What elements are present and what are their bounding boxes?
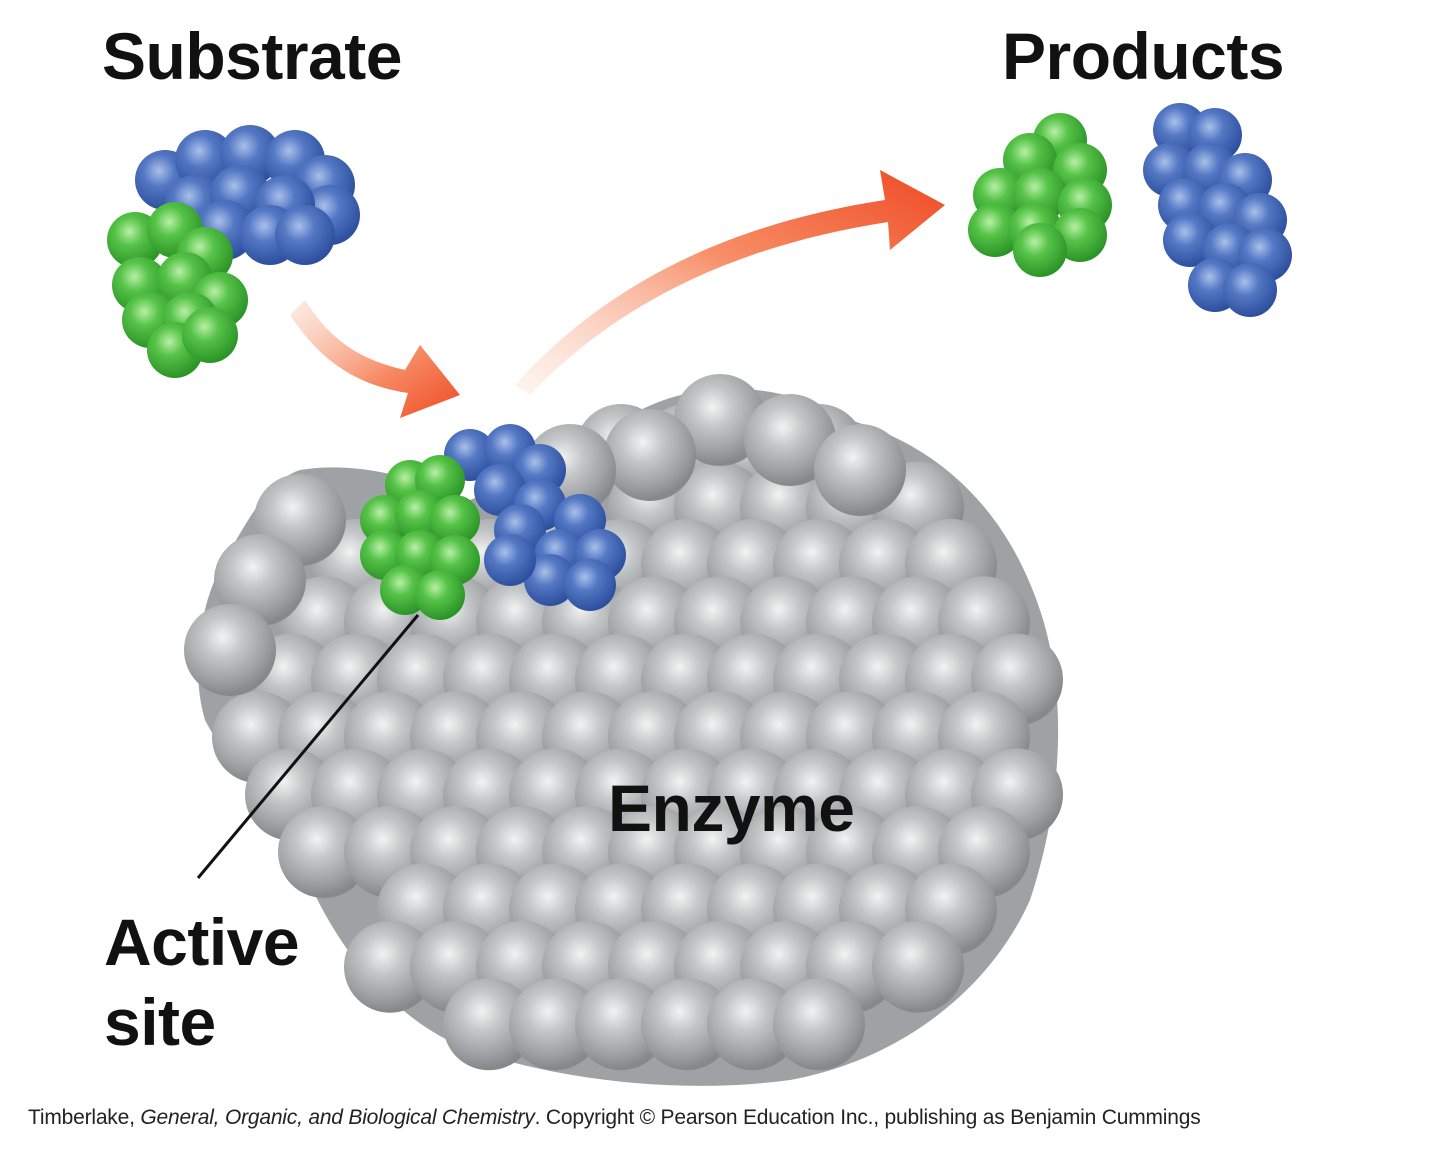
bound-blue-sphere bbox=[564, 559, 616, 611]
caption-copyright: Copyright © Pearson Education Inc., publ… bbox=[540, 1106, 1201, 1129]
enzyme-sphere bbox=[744, 394, 836, 486]
active-site-leader-line bbox=[196, 614, 420, 879]
bound-green-sphere bbox=[430, 495, 480, 545]
substrate-molecule bbox=[107, 125, 360, 378]
release-arrow bbox=[515, 170, 945, 395]
enzyme-sphere bbox=[575, 978, 667, 1071]
active-site-label-line2: site bbox=[104, 985, 216, 1059]
enzyme-sphere bbox=[278, 805, 370, 898]
bound-green-sphere bbox=[415, 570, 465, 620]
substrate-green-sphere bbox=[182, 307, 238, 363]
enzyme-molecule bbox=[184, 374, 1063, 1086]
enzyme-sphere bbox=[814, 424, 906, 516]
enzyme-sphere bbox=[707, 978, 799, 1071]
products-label: Products bbox=[1002, 19, 1285, 93]
caption-period: . bbox=[534, 1106, 541, 1129]
substrate-label: Substrate bbox=[102, 19, 402, 93]
enzyme-sphere bbox=[214, 534, 306, 626]
caption-author: Timberlake, bbox=[28, 1106, 141, 1129]
caption-book-title: General, Organic, and Biological Chemist… bbox=[140, 1106, 535, 1129]
enzyme-sphere bbox=[443, 978, 535, 1071]
copyright-caption: Timberlake, General, Organic, and Biolog… bbox=[28, 1106, 1201, 1130]
enzyme-sphere bbox=[641, 978, 733, 1071]
enzyme-sphere bbox=[604, 409, 696, 501]
product-green-sphere bbox=[1013, 223, 1067, 277]
product-blue-molecule bbox=[1143, 103, 1292, 317]
enzyme-sphere bbox=[344, 920, 436, 1013]
enzyme-sphere bbox=[872, 920, 964, 1013]
enzyme-sphere bbox=[773, 978, 865, 1071]
product-blue-sphere bbox=[1223, 263, 1277, 317]
bound-blue-sphere bbox=[524, 554, 576, 606]
active-site-label-line1: Active bbox=[104, 905, 300, 979]
product-green-molecule bbox=[968, 113, 1112, 277]
substrate-green-part bbox=[107, 202, 248, 378]
bound-substrate-green-part bbox=[360, 455, 480, 620]
bound-substrate bbox=[360, 424, 626, 620]
substrate-blue-sphere bbox=[275, 205, 335, 265]
bound-blue-sphere bbox=[484, 534, 536, 586]
products-molecules bbox=[968, 103, 1292, 317]
enzyme-sphere bbox=[509, 978, 601, 1071]
active-site-label: Active site bbox=[104, 902, 300, 1062]
bound-substrate-blue-part bbox=[444, 424, 626, 611]
enzyme-sphere bbox=[184, 604, 276, 696]
enzyme-sphere bbox=[674, 374, 766, 466]
enzyme-label: Enzyme bbox=[608, 771, 855, 845]
product-green-sphere bbox=[968, 203, 1022, 257]
binding-arrow bbox=[290, 300, 460, 418]
bound-blue-sphere bbox=[474, 464, 526, 516]
